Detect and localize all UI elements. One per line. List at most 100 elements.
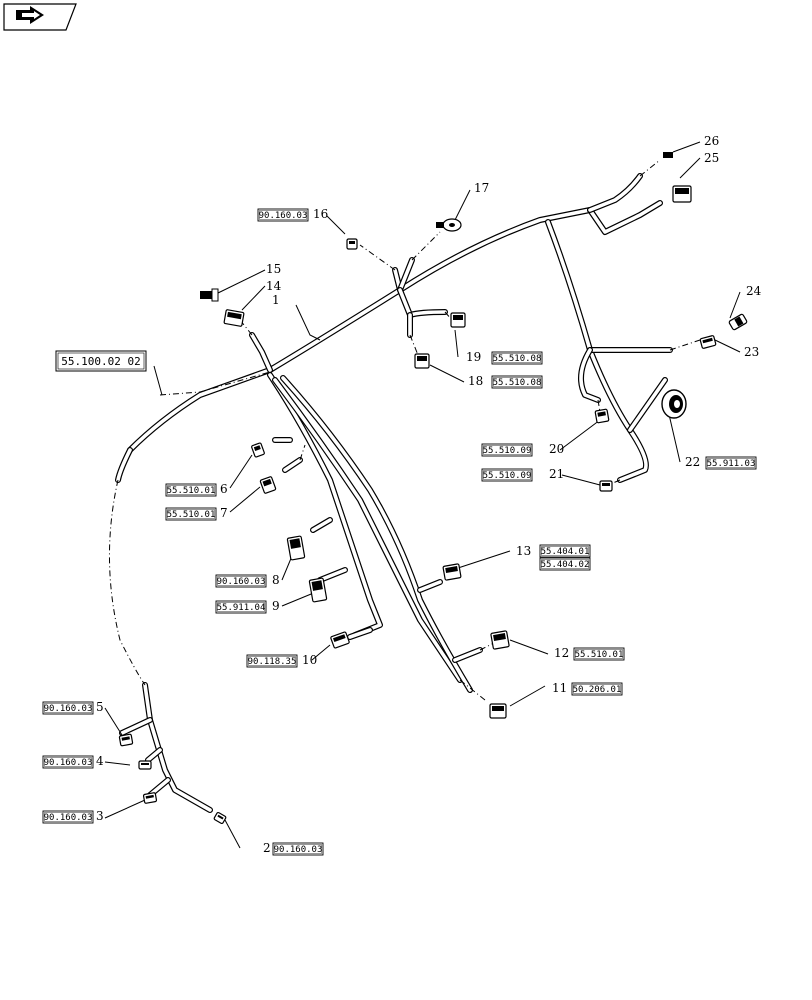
harness — [115, 173, 673, 813]
leader-line — [729, 291, 741, 319]
connector-21[interactable] — [599, 480, 613, 492]
leader-line — [241, 285, 266, 311]
callout-number: 10 — [302, 653, 317, 667]
callout-6[interactable]: 655.510.01 — [165, 482, 228, 497]
ref-box[interactable]: 55.510.01 — [165, 483, 217, 497]
callout-7[interactable]: 755.510.01 — [165, 506, 228, 521]
connector-19[interactable] — [450, 312, 466, 328]
callout-number: 5 — [96, 700, 104, 714]
callout-18[interactable]: 18 55.510.08 — [468, 374, 543, 389]
connector-6[interactable] — [251, 442, 265, 458]
ref-box[interactable]: 90.160.03 — [42, 810, 94, 824]
ref-box[interactable]: 90.118.35 — [246, 654, 298, 668]
dashed-wire — [597, 399, 601, 413]
callout-10[interactable]: 10 90.118.35 — [246, 653, 317, 668]
ref-box[interactable]: 90.160.03 — [272, 842, 324, 856]
callout-number: 18 — [468, 374, 483, 388]
callout-24[interactable]: 24 — [746, 284, 762, 298]
ref-text: 90.160.03 — [274, 845, 323, 855]
leader-lines — [104, 141, 741, 849]
ref-box[interactable]: 90.160.03 — [42, 755, 94, 769]
connector-9[interactable] — [308, 577, 328, 603]
connector-13[interactable] — [442, 563, 462, 581]
connector-8[interactable] — [286, 535, 306, 561]
ref-box[interactable]: 55.510.01 — [573, 647, 625, 661]
callout-12[interactable]: 12 55.510.01 — [554, 646, 625, 661]
callout-number: 24 — [746, 284, 762, 298]
callout-3[interactable]: 390.160.03 — [42, 809, 104, 824]
ref-box[interactable]: 55.510.08 — [491, 375, 543, 389]
callout-11[interactable]: 11 50.206.01 — [552, 681, 623, 696]
callout-14[interactable]: 14 — [266, 279, 282, 293]
ref-box[interactable]: 55.510.09 — [481, 468, 533, 482]
connector-16[interactable] — [346, 238, 358, 250]
leader-line — [224, 819, 241, 849]
main-ref-box[interactable]: 55.100.02 02 — [55, 350, 147, 372]
callout-26[interactable]: 26 — [704, 134, 719, 148]
connector-5[interactable] — [118, 733, 134, 747]
connector-3[interactable] — [142, 792, 158, 804]
ref-box[interactable]: 90.160.03 — [215, 574, 267, 588]
callout-15[interactable]: 15 — [266, 262, 281, 276]
callout-20[interactable]: 20 55.510.09 — [481, 442, 564, 457]
connector-14[interactable] — [223, 309, 245, 327]
round-connector-22[interactable] — [661, 389, 687, 419]
ref-text: 55.510.08 — [493, 378, 542, 388]
ref-text: 55.510.01 — [575, 650, 624, 660]
connector-11[interactable] — [489, 703, 507, 719]
leader-line — [509, 685, 546, 707]
connector-15[interactable] — [200, 288, 219, 302]
ref-text: 55.510.08 — [493, 354, 542, 364]
callout-1[interactable]: 1 — [272, 293, 280, 307]
leader-line — [714, 339, 741, 353]
nav-button[interactable] — [3, 3, 77, 31]
connector-20[interactable] — [594, 408, 610, 424]
ref-box[interactable]: 90.160.03 — [257, 208, 309, 222]
connector-2[interactable] — [213, 811, 227, 825]
connector-18[interactable] — [414, 353, 430, 369]
callout-17[interactable]: 17 — [474, 181, 489, 195]
callout-number: 20 — [549, 442, 564, 456]
leader-line — [454, 189, 471, 221]
ref-box[interactable]: 55.911.03 — [705, 456, 757, 470]
ref-box[interactable]: 55.510.08 — [491, 351, 543, 365]
leader-line — [281, 591, 317, 607]
callout-9[interactable]: 955.911.04 — [215, 599, 280, 614]
callout-number: 11 — [552, 681, 567, 695]
sensor-24[interactable] — [728, 313, 748, 331]
terminal-26[interactable] — [663, 152, 673, 158]
connector-12[interactable] — [490, 630, 510, 650]
ref-box[interactable]: 55.510.01 — [165, 507, 217, 521]
ref-box[interactable]: 55.404.02 — [539, 557, 591, 571]
callout-8[interactable]: 890.160.03 — [215, 573, 280, 588]
callout-4[interactable]: 490.160.03 — [42, 754, 104, 769]
callout-23[interactable]: 23 — [744, 345, 759, 359]
leader-line — [104, 799, 146, 819]
callout-5[interactable]: 590.160.03 — [42, 700, 104, 715]
connector-25[interactable] — [672, 185, 692, 203]
connector-23[interactable] — [699, 335, 717, 349]
ring-terminal-17[interactable] — [436, 218, 462, 232]
dashed-wire — [669, 339, 701, 351]
ref-box[interactable]: 90.160.03 — [42, 701, 94, 715]
dashed-wire — [444, 311, 453, 321]
ref-box[interactable]: 55.510.09 — [481, 443, 533, 457]
ref-box[interactable]: 50.206.01 — [571, 682, 623, 696]
ref-box[interactable]: 55.911.04 — [215, 600, 267, 614]
dashed-wire — [409, 334, 419, 356]
ref-box[interactable]: 55.404.01 — [539, 544, 591, 558]
callout-number: 12 — [554, 646, 569, 660]
callout-25[interactable]: 25 — [704, 151, 719, 165]
connector-7[interactable] — [259, 476, 277, 494]
connector-10[interactable] — [330, 631, 350, 649]
callout-number: 4 — [96, 754, 104, 768]
callout-number: 17 — [474, 181, 489, 195]
connector-4[interactable] — [138, 760, 152, 770]
dashed-wire — [359, 244, 396, 271]
